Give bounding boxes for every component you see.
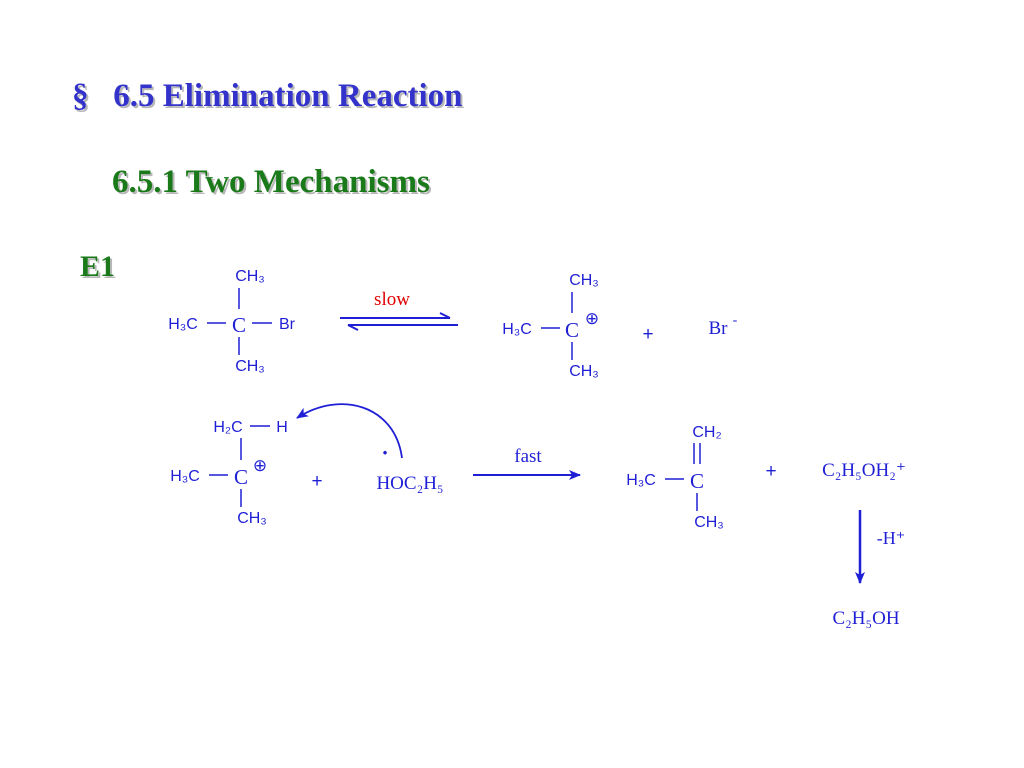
molecule-carbocation-1: CH₃ H₃C C ⊕ CH₃ [502,272,599,380]
slide-subtitle: 6.5.1 Two Mechanisms [112,164,430,200]
atom-c-central: C [232,313,246,337]
protonated-ethanol: C₂H₅OH₂⁺ [822,460,906,481]
atom-c-central: C [690,469,704,493]
atom-h2c: H₂C [213,419,242,436]
bromide-label: Br [709,318,729,339]
atom-ch3-top: CH₃ [235,268,265,285]
mechanism-label: E1 [80,250,116,283]
plus-charge-icon: ⊕ [253,456,267,475]
atom-ch3-bottom: CH₃ [235,358,265,375]
final-ethanol: C₂H₅OH [832,608,899,629]
ethanol: HOC₂H₅ [376,473,443,494]
atom-ch3-bottom: CH₃ [694,514,724,531]
molecule-carbocation-2: H₂C H H₃C C ⊕ CH₃ [170,419,288,527]
atom-ch3-bottom: CH₃ [569,363,599,380]
atom-h3c-left: H₃C [502,321,532,338]
atom-h3c-left: H₃C [626,472,656,489]
plus-sign-right: + [765,461,776,482]
atom-ch3-top: CH₃ [569,272,599,289]
atom-c-central: C [234,465,248,489]
bonds-molecule-4 [665,443,701,511]
atom-c-central: C [565,318,579,342]
condition-fast: fast [514,446,542,467]
bromide-ion: Br - [709,313,738,339]
bonds-molecule-2 [541,292,573,360]
atom-h3c-left: H₃C [168,316,198,333]
deprotonation-label: -H⁺ [877,528,906,548]
atom-h3c-left: H₃C [170,468,200,485]
condition-slow: slow [374,289,410,310]
bonds-molecule-1 [207,288,272,355]
bromide-charge: - [733,313,738,328]
lone-pair-dot: · [381,440,388,465]
plus-sign: + [642,324,653,345]
section-symbol: § [72,78,89,114]
curved-arrow-icon [296,403,403,459]
bonds-molecule-3 [209,425,270,507]
atom-ch3-bottom: CH₃ [237,510,267,527]
plus-charge-icon: ⊕ [585,309,599,328]
plus-sign-left: + [311,471,322,492]
equilibrium-arrow [340,312,458,331]
atom-h: H [276,419,288,436]
slide-title-text: 6.5 Elimination Reaction [113,78,463,114]
slide-title: § 6.5 Elimination Reaction [72,78,463,115]
molecule-isobutylene: CH₂ H₃C C CH₃ [626,424,724,531]
molecule-tert-butyl-bromide: CH₃ H₃C C Br CH₃ [168,268,295,375]
atom-ch2: CH₂ [692,424,721,441]
atom-br: Br [279,316,296,333]
